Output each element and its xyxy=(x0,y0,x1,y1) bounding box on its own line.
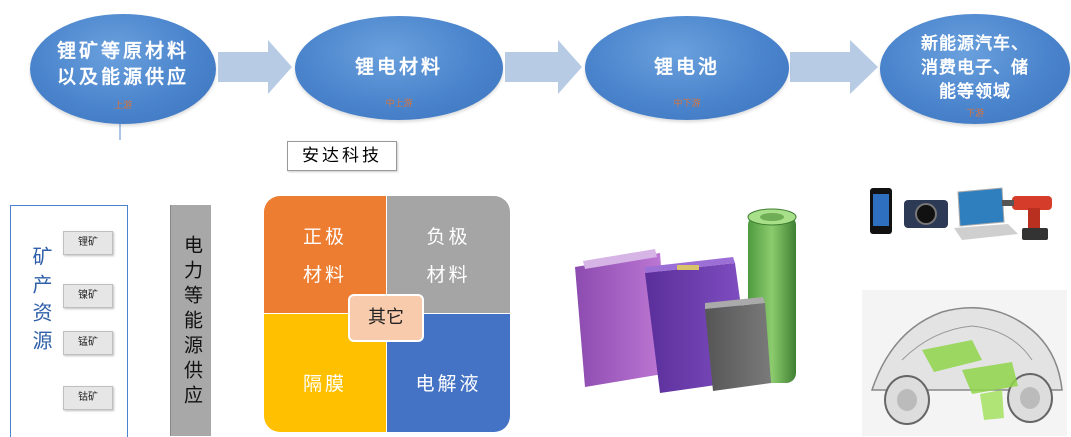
power-supply-panel: 电力等能源供应 xyxy=(170,205,211,436)
material-cathode: 正极 材料 xyxy=(264,196,386,313)
material-anode: 负极 材料 xyxy=(387,196,510,313)
stage-upstream: 锂矿等原材料 以及能源供应 上游 xyxy=(30,14,216,124)
mineral-cobalt: 钴矿 xyxy=(63,386,113,410)
mineral-resources-panel: 矿产资源 锂矿 镍矿 锰矿 钴矿 xyxy=(10,205,128,437)
stage-mid-downstream: 锂电池 中下游 xyxy=(585,16,789,120)
ev-chassis-image xyxy=(862,290,1067,436)
mineral-lithium: 锂矿 xyxy=(63,231,113,255)
battery-cells-image xyxy=(575,208,797,393)
consumer-electronics-image xyxy=(870,187,1052,240)
material-other: 其它 xyxy=(348,294,424,342)
company-label: 安达科技 xyxy=(287,141,397,171)
flow-arrow-1 xyxy=(218,40,292,94)
mineral-manganese: 锰矿 xyxy=(63,331,113,355)
stage-downstream-title: 新能源汽车、 消费电子、储 能等领域 xyxy=(921,34,1029,102)
flow-arrow-3 xyxy=(790,40,878,94)
mineral-nickel: 镍矿 xyxy=(63,284,113,308)
power-supply-label: 电力等能源供应 xyxy=(181,235,203,410)
stage-mid-downstream-sub: 中下游 xyxy=(673,99,701,109)
stage-mid-upstream-sub: 中上游 xyxy=(385,99,413,109)
stage-mid-upstream: 锂电材料 中上游 xyxy=(295,16,503,120)
stage-upstream-title: 锂矿等原材料 以及能源供应 xyxy=(56,40,189,88)
stage-mid-downstream-title: 锂电池 xyxy=(653,56,720,78)
mineral-resources-title: 矿产资源 xyxy=(29,246,53,358)
stage-downstream: 新能源汽车、 消费电子、储 能等领域 下游 xyxy=(880,14,1070,124)
flow-arrow-2 xyxy=(505,40,582,94)
stage-downstream-sub: 下游 xyxy=(965,109,984,119)
flow-arrows xyxy=(119,40,878,140)
stage-mid-upstream-title: 锂电材料 xyxy=(354,56,443,78)
stage-upstream-sub: 上游 xyxy=(113,101,132,111)
